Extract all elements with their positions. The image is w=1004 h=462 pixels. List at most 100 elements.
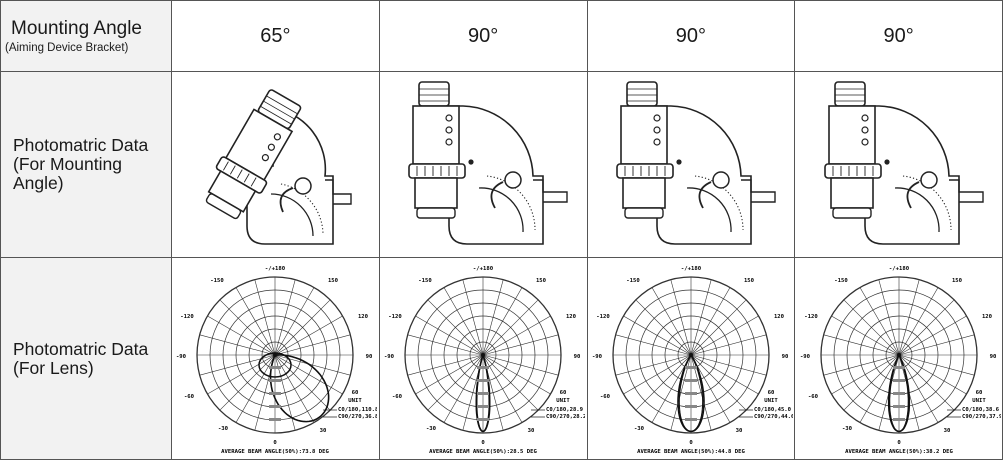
angle-label-30: 30 (943, 428, 950, 434)
angle-label-m60: -60 (184, 394, 195, 400)
c0-value: C0/180,110.8 (338, 407, 377, 413)
angle-label-m60: -60 (808, 394, 819, 400)
beam-angle-caption: AVERAGE BEAM ANGLE(50%):73.8 DEG (221, 449, 329, 455)
angle-label-m120: -120 (388, 314, 402, 320)
angle-label-m120: -120 (804, 314, 818, 320)
intensity-mark (892, 391, 905, 395)
angle-label-30: 30 (736, 428, 743, 434)
intensity-mark (269, 417, 282, 421)
intensity-mark (892, 417, 905, 421)
angle-label-m60: -60 (392, 394, 403, 400)
angle-label-m30: -30 (426, 426, 437, 432)
intensity-mark (477, 404, 490, 408)
intensity-mark (684, 365, 697, 369)
intensity-mark (892, 378, 905, 382)
angle-label-60: 60 (975, 390, 982, 396)
lens-label-line-2: (For Lens) (13, 357, 94, 378)
bracket-drawing-65 (206, 88, 353, 245)
beam-angle-caption: AVERAGE BEAM ANGLE(50%):44.8 DEG (637, 449, 745, 455)
angle-label-120: 120 (774, 314, 785, 320)
angle-label-60: 60 (560, 390, 567, 396)
c90-value: C90/270,37.9 (962, 414, 1001, 420)
lens-row-label: Photomatric Data (For Lens) (0, 257, 172, 460)
angle-label-30: 30 (320, 428, 327, 434)
angle-label-m150: -150 (626, 278, 640, 284)
angle-label-m90: -90 (176, 354, 187, 360)
c90-value: C90/270,44.6 (754, 414, 793, 420)
bracket-cell-2 (378, 71, 588, 258)
angle-label-150: 150 (328, 278, 339, 284)
mounting-label-line-1: Photomatric Data (13, 135, 149, 155)
angle-label-120: 120 (358, 314, 369, 320)
mounting-row: Photomatric Data (For Mounting Angle) (0, 71, 1003, 258)
angle-label-60: 60 (352, 390, 359, 396)
intensity-mark (269, 391, 282, 395)
bracket-cell-3 (586, 71, 796, 258)
mounting-label-line-2: (For Mounting (13, 154, 122, 174)
mounting-row-label: Photomatric Data (For Mounting Angle) (0, 71, 172, 258)
c90-value: C90/270,28.2 (546, 414, 585, 420)
header-row: Mounting Angle (Aiming Device Bracket) 6… (0, 0, 1003, 72)
angle-label-m120: -120 (596, 314, 610, 320)
angle-label-120: 120 (566, 314, 577, 320)
angle-label-m150: -150 (834, 278, 848, 284)
angle-label-m90: -90 (592, 354, 603, 360)
angle-label-180: -/+180 (889, 266, 910, 272)
angle-label-m90: -90 (800, 354, 811, 360)
angle-label-180: -/+180 (265, 266, 286, 272)
c90-value: C90/270,36.8 (338, 414, 377, 420)
angle-label-180: -/+180 (681, 266, 702, 272)
intensity-mark (892, 404, 905, 408)
angle-label-0: 0 (897, 440, 901, 446)
intensity-mark (477, 391, 490, 395)
lens-label-line-1: Photomatric Data (13, 338, 149, 359)
intensity-mark (269, 365, 282, 369)
angle-label-180: -/+180 (473, 266, 494, 272)
bracket-cell-4 (794, 71, 1003, 258)
intensity-mark (477, 365, 490, 369)
intensity-mark (684, 391, 697, 395)
angle-label-m30: -30 (634, 426, 645, 432)
angle-cell-2: 90° (378, 0, 588, 72)
angle-label-150: 150 (952, 278, 963, 284)
beam-lobe-c90 (678, 353, 704, 432)
c0-value: C0/180,45.0 (754, 407, 792, 413)
angle-label-120: 120 (982, 314, 993, 320)
mounting-angle-header: Mounting Angle (Aiming Device Bracket) (0, 0, 172, 72)
intensity-mark (892, 365, 905, 369)
angle-label-150: 150 (536, 278, 547, 284)
intensity-mark (684, 404, 697, 408)
angle-label-60: 60 (768, 390, 775, 396)
beam-angle-caption: AVERAGE BEAM ANGLE(50%):28.5 DEG (429, 449, 537, 455)
angle-label-0: 0 (274, 440, 278, 446)
angle-cell-3: 90° (586, 0, 796, 72)
unit-label: UNIT (349, 398, 363, 404)
angle-label-m120: -120 (181, 314, 195, 320)
bracket-drawing-90 (616, 80, 776, 245)
beam-lobe-c90 (888, 353, 909, 432)
angle-label-0: 0 (689, 440, 693, 446)
c0-value: C0/180,38.6 (962, 407, 1000, 413)
angle-label-90: 90 (366, 354, 373, 360)
angle-label-m150: -150 (418, 278, 432, 284)
angle-cell-4: 90° (794, 0, 1003, 72)
intensity-mark (477, 417, 490, 421)
angle-label-m30: -30 (842, 426, 853, 432)
angle-label-90: 90 (989, 354, 996, 360)
unit-label: UNIT (556, 398, 570, 404)
intensity-mark (684, 378, 697, 382)
bracket-drawing-90 (823, 80, 984, 245)
header-subtitle: (Aiming Device Bracket) (5, 41, 129, 54)
intensity-mark (269, 404, 282, 408)
unit-label: UNIT (764, 398, 778, 404)
c0-value: C0/180,28.9 (546, 407, 584, 413)
angle-label-m150: -150 (211, 278, 225, 284)
